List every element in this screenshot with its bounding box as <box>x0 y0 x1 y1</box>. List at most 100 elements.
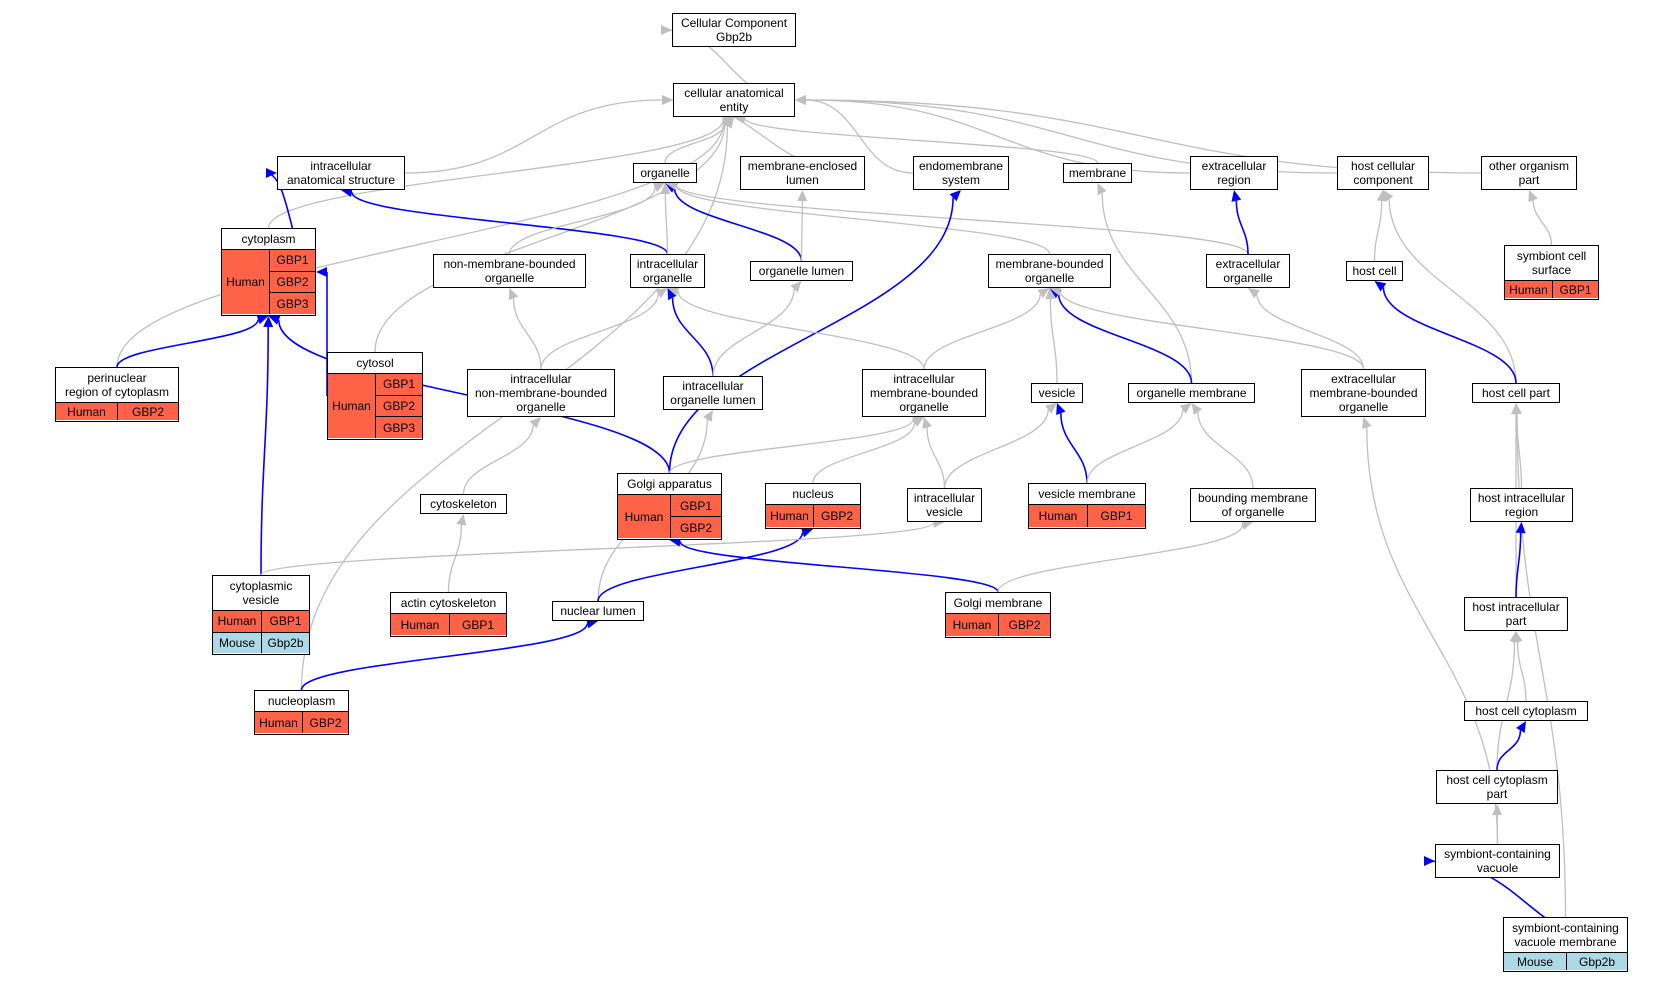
node-label-line: vacuole membrane <box>1514 935 1617 949</box>
node-vesicle[interactable]: vesicle <box>1031 383 1083 403</box>
edge-cv-to-iv <box>260 522 935 576</box>
node-hostcell[interactable]: host cell <box>1346 261 1403 281</box>
species-name: Human <box>946 614 999 636</box>
node-label-line: organelle <box>640 165 690 180</box>
node-label: cytosol <box>328 353 422 373</box>
edge-iol-to-io <box>671 297 714 377</box>
node-om[interactable]: organelle membrane <box>1128 383 1255 403</box>
gene-cell: GBP1 <box>461 617 494 632</box>
node-ol[interactable]: organelle lumen <box>750 261 853 281</box>
edge-ol-to-organelle <box>673 188 803 262</box>
node-label-line: host intracellular <box>1477 490 1566 505</box>
node-label-line: cytosol <box>356 356 394 370</box>
arrowhead <box>660 183 671 195</box>
node-label-line: part <box>1518 172 1540 187</box>
arrowhead <box>1241 520 1253 530</box>
node-label-line: entity <box>719 99 749 114</box>
edge-hcytp-to-hcyt <box>1496 730 1522 771</box>
gene-cell: GBP2 <box>820 509 853 523</box>
edge-hcyt-to-hip <box>1516 641 1527 702</box>
node-cytoskeleton[interactable]: cytoskeleton <box>420 494 507 514</box>
edge-perinuc-to-cytoplasm <box>116 319 259 368</box>
species-name: Human <box>618 495 671 538</box>
arrowhead <box>1528 190 1538 203</box>
node-label: membrane <box>1064 164 1131 181</box>
node-label-line: surface <box>1531 263 1572 277</box>
edge-hip-to-hir <box>1515 532 1522 598</box>
gene-list: GBP1 <box>450 614 506 635</box>
arrowhead <box>800 527 813 538</box>
node-label-line: organelle membrane <box>1136 385 1247 400</box>
arrowhead <box>1383 190 1394 202</box>
node-label-line: region <box>1217 172 1251 187</box>
node-label-line: intracellular <box>636 256 699 271</box>
node-membrane[interactable]: membrane <box>1063 163 1132 183</box>
species-name: Human <box>766 505 814 527</box>
edge-hostcell-to-hcc <box>1373 200 1383 262</box>
node-hcyt[interactable]: host cell cytoplasm <box>1464 701 1588 721</box>
node-label-line: intracellular <box>893 371 955 386</box>
edge-vesicle-to-mbo <box>1049 298 1058 384</box>
node-label-line: extracellular <box>1201 158 1267 173</box>
node-organelle[interactable]: organelle <box>633 163 697 183</box>
node-label-line: organelle <box>1024 270 1075 285</box>
node-nl[interactable]: nuclear lumen <box>552 601 644 621</box>
node-hcp[interactable]: host cell part <box>1472 383 1560 403</box>
arrowhead <box>1037 288 1050 299</box>
node-label: host cell part <box>1473 384 1559 401</box>
gene-list: GBP1 <box>1088 505 1145 527</box>
node-label-line: Cellular Component <box>680 15 788 30</box>
species-name: Mouse <box>1504 953 1567 970</box>
node-label-line: vesicle <box>1038 385 1076 400</box>
edge-io-to-ias <box>350 191 669 255</box>
edge-om-to-mbo <box>1057 294 1193 384</box>
arrowhead <box>1374 281 1387 292</box>
arrowhead <box>268 315 281 325</box>
gene-cell: Gbp2b <box>267 635 304 650</box>
node-label: host cell <box>1347 262 1402 279</box>
